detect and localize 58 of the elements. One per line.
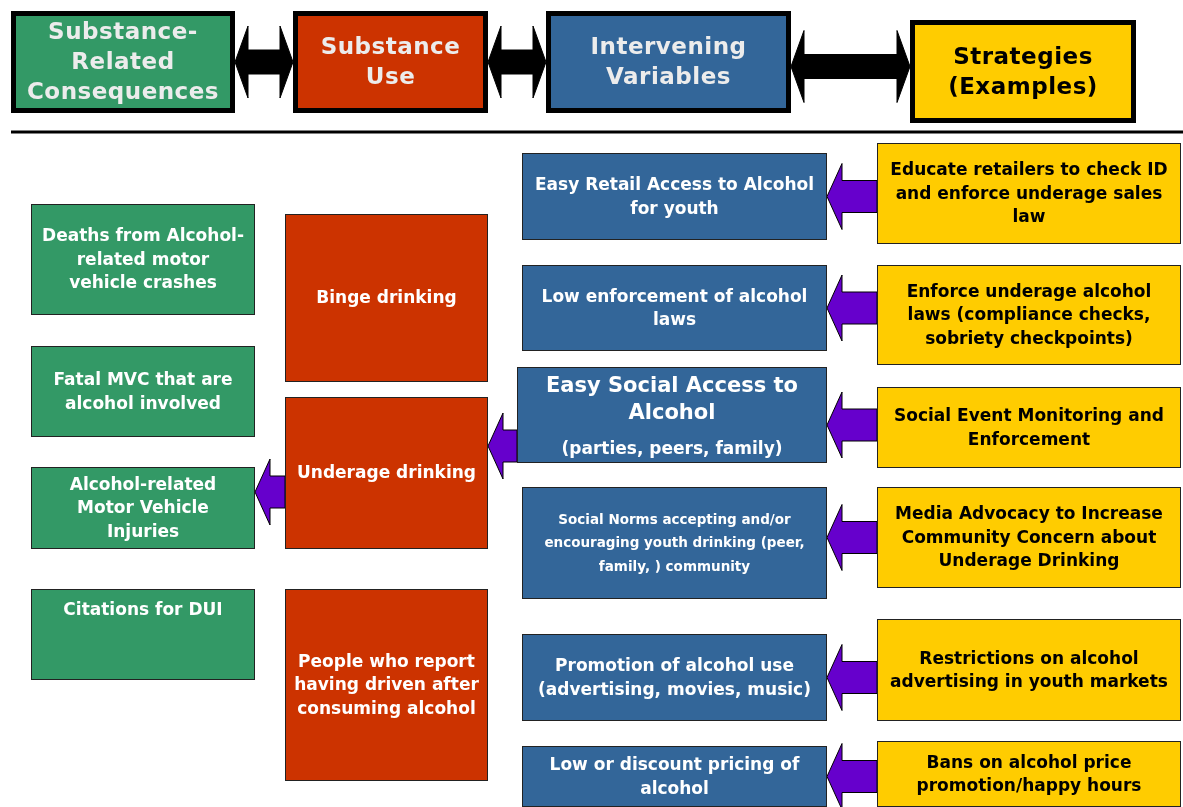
strategy-box — [877, 619, 1181, 721]
strategy-box — [877, 143, 1181, 244]
block-arrow — [826, 644, 878, 711]
block-arrow — [487, 412, 518, 480]
heading-box — [293, 11, 488, 113]
substance-use-box — [285, 214, 488, 382]
consequence-box — [31, 204, 255, 315]
box-text: Low enforcement of alcohol laws — [540, 284, 809, 331]
box-text: Deaths from Alcohol-related motor vehicle crashes — [41, 224, 245, 295]
variable-box — [522, 265, 827, 351]
box-text: Educate retailers to check ID and enforce underage sales law — [889, 158, 1169, 229]
box-text: Low or discount pricing of alcohol — [548, 753, 801, 800]
strategy-box — [877, 741, 1181, 807]
box-text: Fatal MVC that are alcohol involved — [52, 368, 234, 415]
strategy-box — [877, 265, 1181, 365]
box-text: Media Advocacy to Increase Community Concern about Underage Drinking — [894, 502, 1164, 573]
box-text: Alcohol-related Motor Vehicle Injuries — [68, 472, 218, 543]
block-arrow — [826, 743, 878, 807]
block-arrow — [826, 391, 878, 459]
box-text: (parties, peers, family) — [561, 436, 783, 460]
heading-text: Strategies (Examples) — [947, 41, 1099, 101]
variable-box — [522, 634, 827, 721]
variable-box — [522, 487, 827, 599]
block-arrow — [826, 274, 878, 342]
heading-box — [11, 11, 235, 113]
consequence-box — [31, 346, 255, 437]
heading-text: Intervening Variables — [589, 32, 748, 91]
heading-box — [910, 20, 1136, 123]
box-text: Easy Retail Access to Alcohol for youth — [533, 173, 816, 220]
strategy-box — [877, 387, 1181, 468]
consequence-box — [31, 467, 255, 549]
strategy-box — [877, 487, 1181, 588]
box-text: Enforce underage alcohol laws (compliance checks, sobriety checkpoints) — [905, 279, 1153, 350]
box-text: Citations for DUI — [63, 598, 223, 621]
heading-text: Substance-Related Consequences — [25, 17, 221, 106]
box-text: Bans on alcohol price promotion/happy hours — [915, 750, 1143, 797]
block-arrow — [826, 504, 878, 571]
double-arrow — [234, 25, 294, 99]
variable-box — [522, 153, 827, 240]
box-text: Underage drinking — [297, 461, 476, 485]
box-text: People who report having driven after consuming alcohol — [294, 649, 479, 720]
box-text: Binge drinking — [316, 286, 457, 310]
box-text: Social Event Monitoring and Enforcement — [893, 404, 1165, 451]
heading-text: Substance Use — [319, 32, 462, 91]
box-text: Promotion of alcohol use (advertising, movies, music) — [537, 654, 812, 701]
box-text: Easy Social Access to Alcohol — [544, 372, 800, 427]
substance-use-box — [285, 589, 488, 781]
substance-use-box — [285, 397, 488, 549]
block-arrow — [826, 163, 878, 230]
block-arrow — [254, 458, 286, 526]
variable-box — [522, 746, 827, 807]
double-arrow — [487, 25, 547, 99]
consequence-box — [31, 589, 255, 680]
double-arrow — [790, 30, 911, 103]
variable-box — [517, 367, 827, 463]
heading-box — [546, 11, 791, 113]
box-text: Social Norms accepting and/or encouraging youth drinking (peer, family, ) community — [543, 509, 806, 576]
box-text: Restrictions on alcohol advertising in youth markets — [889, 646, 1169, 693]
